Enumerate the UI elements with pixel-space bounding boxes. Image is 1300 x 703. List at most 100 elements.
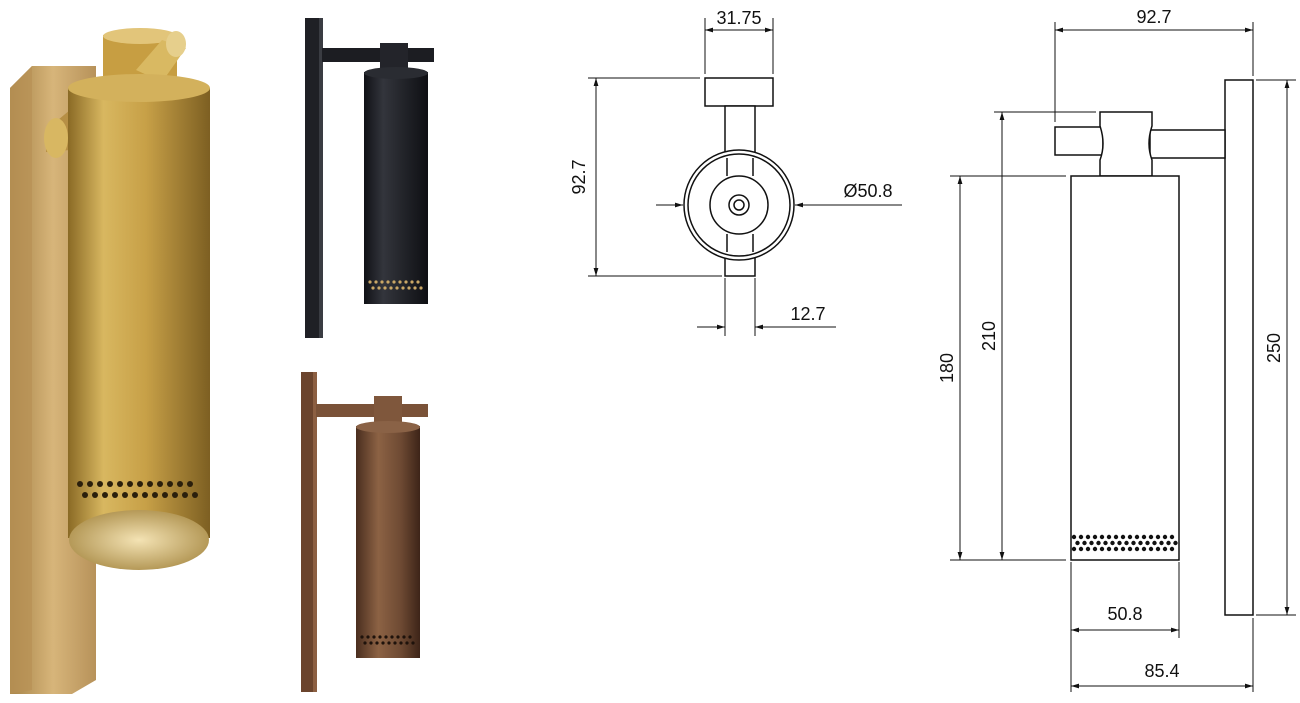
bronze-backplate-side [313,372,317,692]
perforation-dot [1145,540,1150,546]
perforation-dot [112,492,118,498]
perforation-dot [1162,546,1168,552]
perforation-dot [82,492,88,498]
perforation-dot [404,280,408,284]
perforation-dot [87,481,93,487]
perforation-dot [1113,534,1119,540]
side-tube [1070,175,1180,561]
label-tube-width: 50.8 [1107,604,1142,624]
perforation-dot [1159,540,1164,546]
perforation-dot [1127,534,1133,540]
perforation-dot [380,280,384,284]
bronze-tube [356,426,420,658]
perforation-dot [381,641,385,645]
perforation-dot [377,286,381,290]
perforation-dot [393,641,397,645]
perforation-dot [1089,540,1094,546]
front-mid-circle [709,175,769,235]
perforation-dot [410,280,414,284]
perforation-dot [371,286,375,290]
perforation-dot [1071,534,1077,540]
perforation-dot [383,286,387,290]
perforation-dot [187,481,193,487]
perforation-dot [1099,546,1105,552]
brass-perforations [77,481,198,498]
perforation-dot [1134,534,1140,540]
perforation-dot [1071,546,1077,552]
perforation-dot [1141,534,1147,540]
brass-tube [68,88,210,538]
perforation-dot [132,492,138,498]
perforation-dot [401,286,405,290]
side-dimensions [950,22,1296,692]
perforation-dot [366,635,370,639]
bronze-tube-top [356,421,420,433]
perforation-dot [1085,546,1091,552]
front-center-circle [733,199,745,211]
perforation-dot [1085,534,1091,540]
perforation-dot [372,635,376,639]
perforation-dot [405,641,409,645]
perforation-dot [390,635,394,639]
perforation-dot [360,635,364,639]
side-knuckle [1099,111,1153,177]
black-tube [364,72,428,304]
front-dimensions [588,18,902,336]
perforation-dot [157,481,163,487]
perforation-dot [1078,546,1084,552]
brass-tube-top [68,74,210,102]
perforation-dot [1092,534,1098,540]
brass-arm-end [44,118,68,158]
perforation-dot [102,492,108,498]
perforation-dot [419,286,423,290]
perforation-dot [1162,534,1168,540]
perforation-dot [1106,534,1112,540]
perforation-dot [1113,546,1119,552]
perforation-dot [1131,540,1136,546]
perforation-dot [1166,540,1171,546]
perforation-dot [1155,534,1161,540]
side-perforations [1071,534,1178,552]
perforation-dot [407,286,411,290]
perforation-dot [122,492,128,498]
perforation-dot [1141,546,1147,552]
perforation-dot [1110,540,1115,546]
brass-tube-opening [69,510,209,570]
perforation-dot [172,492,178,498]
perforation-dot [147,481,153,487]
perforation-dot [368,280,372,284]
perforation-dot [182,492,188,498]
brass-lamp-photo [10,28,210,694]
perforation-dot [389,286,393,290]
perforation-dot [375,641,379,645]
brass-cap-top [103,28,177,44]
label-depth: 85.4 [1144,661,1179,681]
black-perforations [368,280,423,290]
front-outer-circle-inner [687,153,791,257]
perforation-dot [1155,546,1161,552]
perforation-dot [1078,534,1084,540]
perforation-dot [137,481,143,487]
bronze-lamp-photo [301,372,428,692]
perforation-dot [167,481,173,487]
label-diameter: Ø50.8 [843,181,892,201]
label-height-250: 250 [1264,333,1284,363]
perforation-dot [392,280,396,284]
label-height-210: 210 [979,321,999,351]
perforation-dot [384,635,388,639]
side-dimension-labels: 92.7 180 210 250 50.8 85.4 [937,7,1284,681]
perforation-dot [1148,534,1154,540]
perforation-dot [399,641,403,645]
perforation-dot [1092,546,1098,552]
front-view-drawing [683,77,795,277]
perforation-dot [1099,534,1105,540]
perforation-dot [387,641,391,645]
perforation-dot [378,635,382,639]
perforation-dot [1127,546,1133,552]
perforation-dot [1148,546,1154,552]
perforation-dot [107,481,113,487]
bronze-arm [316,404,428,417]
front-top-block [704,77,774,107]
black-tube-top [364,67,428,79]
